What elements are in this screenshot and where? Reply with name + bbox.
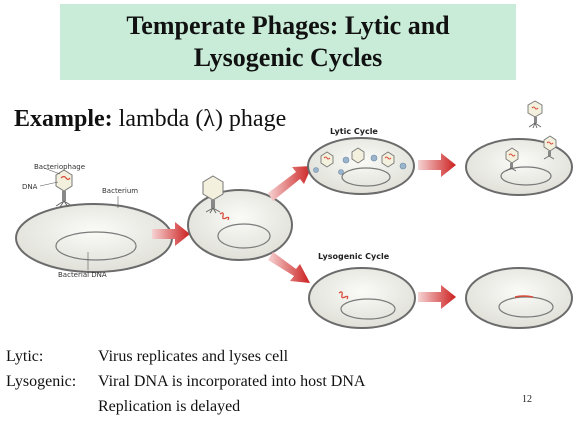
phage-part — [399, 162, 407, 170]
phage-part — [313, 167, 319, 173]
arrow-lysogenic-integrate — [418, 285, 456, 309]
bacterium-label: Bacterium — [102, 187, 138, 195]
arrow-lytic-release — [418, 153, 456, 177]
legend-lysogenic-term: Lysogenic: — [6, 373, 77, 390]
replicating-phage-icon — [320, 151, 334, 168]
bacterial-dna-loop — [55, 231, 137, 261]
title-line-2: Lysogenic Cycles — [193, 43, 383, 72]
legend-lysogenic-2: Replication is delayed — [6, 398, 240, 416]
legend-lysogenic-desc2: Replication is delayed — [98, 398, 241, 415]
title-line-1: Temperate Phages: Lytic and — [126, 11, 450, 40]
phage-part — [342, 156, 350, 164]
example-label: Example: — [14, 106, 113, 132]
cell-lysogenic-integrating — [308, 267, 416, 329]
page-number: 12 — [522, 394, 532, 405]
example-line: Example: lambda (λ) phage — [14, 106, 286, 133]
dna-label: DNA — [22, 183, 38, 191]
replicating-phage-icon — [351, 147, 365, 164]
released-phage-icon — [505, 147, 519, 172]
cell-lytic-lysis — [465, 100, 573, 196]
injected-viral-dna — [219, 212, 230, 221]
integrated-prophage-dna — [514, 295, 534, 298]
bacteriophage-icon — [55, 169, 73, 208]
title-banner: Temperate Phages: Lytic and Lysogenic Cy… — [60, 4, 516, 80]
lysogenic-cycle-label: Lysogenic Cycle — [318, 252, 390, 261]
arrow-to-lytic — [268, 166, 312, 201]
lytic-cycle-label: Lytic Cycle — [330, 127, 378, 136]
cell-initial: Bacteriophage DNA Bacterium Bacterial DN… — [15, 163, 173, 279]
bacterium-cell — [15, 203, 173, 273]
cell-lytic-replicating — [307, 137, 415, 195]
example-text: lambda (λ) phage — [112, 106, 287, 132]
legend-lytic: Lytic: Virus replicates and lyses cell — [6, 348, 288, 366]
arrow-to-lysogenic — [268, 252, 310, 283]
legend-lysogenic: Lysogenic: Viral DNA is incorporated into… — [6, 373, 365, 391]
phage-part — [370, 154, 378, 162]
legend-lytic-desc: Virus replicates and lyses cell — [98, 348, 289, 365]
bacteriophage-label: Bacteriophage — [34, 163, 85, 171]
phage-part — [338, 169, 344, 175]
viral-dna-free — [338, 291, 349, 300]
bacterial-dna-label: Bacterial DNA — [58, 271, 107, 279]
cell-infected — [187, 175, 293, 261]
released-phage-icon — [527, 100, 543, 129]
legend-lysogenic-desc: Viral DNA is incorporated into host DNA — [98, 373, 366, 390]
replicating-phage-icon — [381, 151, 395, 168]
bacteriophage-empty-icon — [202, 175, 224, 214]
arrow-infect — [152, 222, 190, 246]
released-phage-icon — [543, 135, 557, 160]
cell-lysogenic-prophage — [465, 267, 573, 329]
legend-lytic-term: Lytic: — [6, 348, 44, 365]
